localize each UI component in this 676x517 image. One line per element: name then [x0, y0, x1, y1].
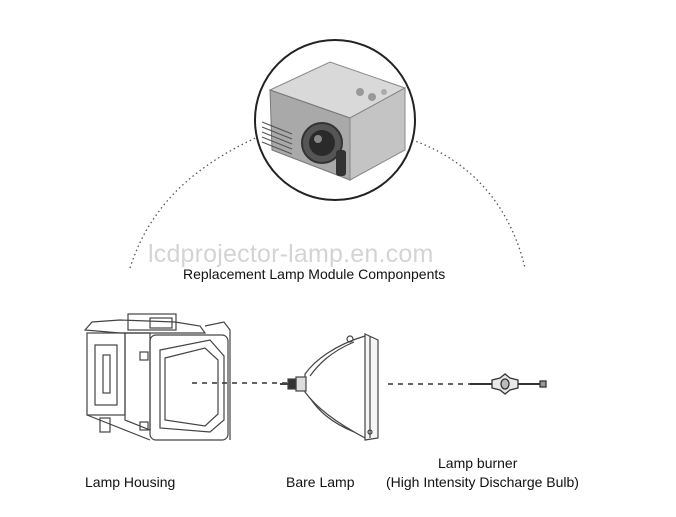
bare-lamp-label: Bare Lamp [286, 474, 355, 490]
lamp-burner-sublabel: (High Intensity Discharge Bulb) [386, 474, 579, 490]
lamp-housing-label: Lamp Housing [85, 474, 176, 490]
projector-image [254, 39, 416, 201]
dotted-arc-left [129, 134, 263, 269]
diagram-title: Replacement Lamp Module Componpents [183, 266, 446, 282]
lamp-burner-drawing [470, 373, 547, 395]
lamp-burner-label: Lamp burner [438, 455, 518, 471]
lamp-housing-drawing [83, 313, 231, 441]
watermark-text: lcdprojector-lamp.en.com [148, 240, 434, 268]
bare-lamp-drawing [280, 333, 379, 441]
